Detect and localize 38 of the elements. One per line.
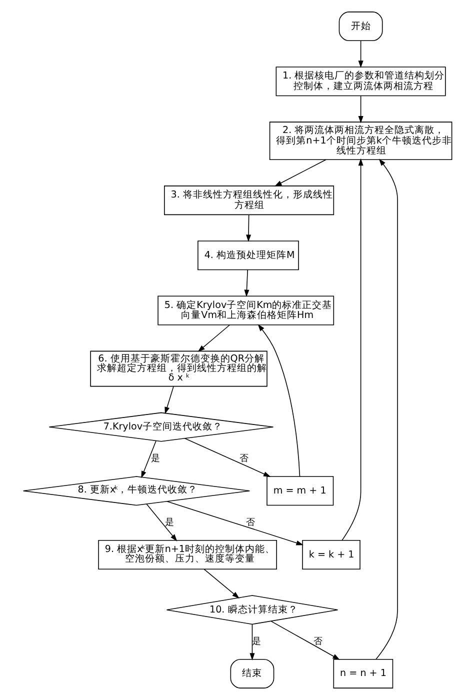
arrow [164,386,174,414]
arrow [203,568,239,598]
node-box: 5. 确定Krylov子空间Km的标准正交基向量Vm和上海森伯格矩阵Hm [157,296,334,326]
node-box: 1. 根据核电厂的参数和管道结构划分控制体，建立两流体两相流方程 [275,66,446,96]
node-box: 9. 根据x$^{k}$更新n+1时刻的控制体内能、空泡份额、压力、速度等变量 [98,540,276,570]
node-diamond: 7.Krylov子空间迭代收敛？ [48,412,274,442]
edge-label: 是 [150,454,160,464]
edge-label: 否 [245,518,254,528]
node-box: m = m + 1 [266,476,334,506]
arrow [270,620,340,660]
arrow [358,95,363,124]
arrow [166,501,303,546]
edge-label: 是 [164,518,174,528]
arrow [184,438,270,477]
node-box: 6. 使用基于豪斯霍尔德变换的QR分解求解超定方程组，得到线性方程组的解 δ x$^{k}$ [90,350,267,387]
node-box: 4. 构造预处理矩阵M [197,240,298,270]
node-box: 2. 将两流体两相流方程全隐式离散，得到第n+1个时间步第k个牛顿迭代步非线性方程组 [268,122,452,160]
arrow [244,270,249,297]
arrow [341,158,363,541]
arrow [146,504,177,542]
arrow [358,40,363,68]
arrow [140,440,156,478]
node-diamond: 10. 瞬态计算结束？ [166,595,338,625]
node-box: 开始 [338,12,382,42]
edge-label: 否 [238,454,248,464]
arrow [197,324,230,352]
node-box: 3. 将非线性方程组线性化，形成线性方程组 [164,186,334,216]
arrow [246,214,251,242]
node-box: k = k + 1 [302,540,360,570]
node-diamond: 8. 更新x$^{k}$，牛顿迭代收敛？ [22,476,250,506]
node-box: n = n + 1 [332,658,393,688]
arrow [249,624,254,660]
edge-label: 是 [252,637,261,648]
arrow [375,158,398,660]
edge-label: 否 [313,637,322,648]
node-box: 结束 [230,658,274,688]
arrow [257,324,300,477]
arrow [274,159,326,186]
